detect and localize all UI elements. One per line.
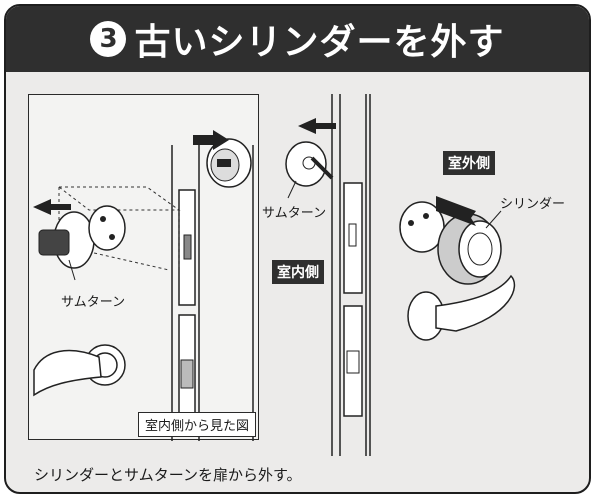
removal-illustration xyxy=(285,94,516,456)
instruction-card: 3 古いシリンダーを外す xyxy=(4,4,591,494)
indoor-view-caption: 室内側から見た図 xyxy=(137,412,256,437)
step-number-badge: 3 xyxy=(90,21,127,57)
indoor-view-panel: サムターン 室内側から見た図 xyxy=(28,94,259,441)
cylinder-label: シリンダー xyxy=(500,197,566,212)
instruction-text: シリンダーとサムターンを扉から外す。 xyxy=(34,466,302,484)
title-bar: 3 古いシリンダーを外す xyxy=(6,6,589,72)
indoor-view-illustration xyxy=(33,130,254,441)
indoor-side-badge: 室内側 xyxy=(272,260,324,284)
thumbturn-label-left: サムターン xyxy=(61,295,126,310)
step-title: 古いシリンダーを外す xyxy=(134,22,505,63)
outdoor-side-badge: 室外側 xyxy=(443,151,495,175)
thumbturn-label-right: サムターン xyxy=(262,206,327,221)
